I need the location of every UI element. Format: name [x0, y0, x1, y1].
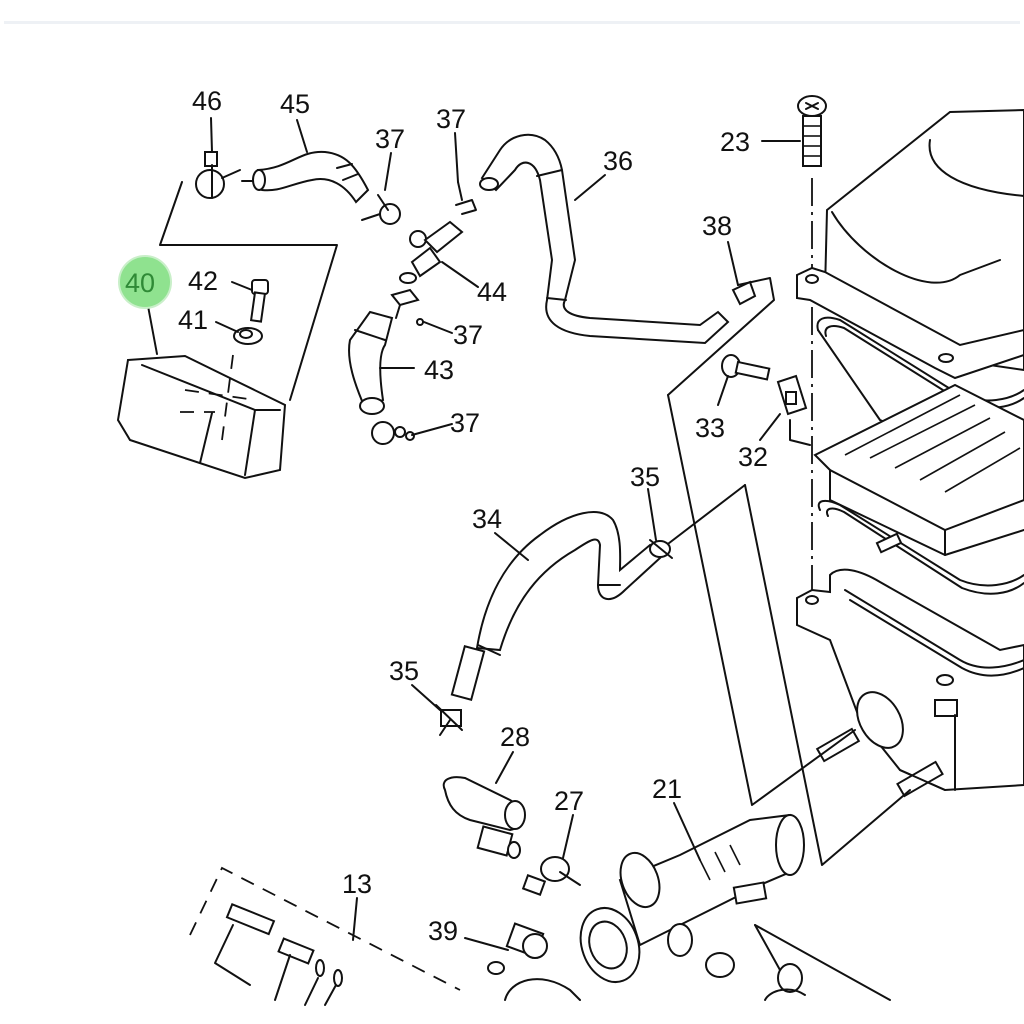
part-39-clamp[interactable]: [487, 922, 581, 1001]
callout-34[interactable]: 34: [472, 504, 502, 534]
part-23-screw[interactable]: [797, 95, 827, 167]
callout-39[interactable]: 39: [428, 916, 458, 946]
part-27-clamp[interactable]: [521, 856, 581, 896]
air-filter-gasket-lower: [817, 499, 1024, 595]
callout-13[interactable]: 13: [342, 869, 372, 899]
assembly-lines: [659, 394, 911, 866]
part-32-nut-clip[interactable]: [776, 374, 808, 416]
callout-45[interactable]: 45: [280, 89, 310, 119]
callout-27[interactable]: 27: [554, 786, 584, 816]
callout-23[interactable]: 23: [720, 127, 750, 157]
part-37-clip-mid[interactable]: [390, 288, 424, 326]
part-36-hose[interactable]: [479, 133, 730, 345]
air-filter-case-cover[interactable]: [796, 108, 1024, 380]
callout-42[interactable]: 42: [188, 266, 218, 296]
part-37-clip-lower[interactable]: [371, 421, 415, 445]
part-37-clip-upper-right[interactable]: [455, 181, 477, 215]
callout-35[interactable]: 35: [389, 656, 419, 686]
leader-lines: [147, 117, 801, 951]
part-41-grommet[interactable]: [233, 327, 263, 345]
callout-43[interactable]: 43: [424, 355, 454, 385]
callout-46[interactable]: 46: [192, 86, 222, 116]
highlight-circle-40: [118, 255, 172, 309]
callout-32[interactable]: 32: [738, 442, 768, 472]
part-43-hose[interactable]: [348, 310, 394, 415]
part-21-joint[interactable]: [571, 813, 805, 990]
part-33-bolt[interactable]: [721, 354, 771, 381]
lower-right-parts: [705, 924, 891, 1001]
callout-37[interactable]: 37: [453, 320, 483, 350]
callout-36[interactable]: 36: [603, 146, 633, 176]
callout-37[interactable]: 37: [450, 408, 480, 438]
part-37-clip-top[interactable]: [361, 194, 401, 225]
callout-44[interactable]: 44: [477, 277, 507, 307]
callout-38[interactable]: 38: [702, 211, 732, 241]
part-38-clip[interactable]: [667, 277, 775, 396]
part-35-clip-lower[interactable]: [435, 704, 463, 736]
top-divider: [4, 21, 1020, 24]
part-46-clamp[interactable]: [195, 151, 241, 199]
callout-21[interactable]: 21: [652, 774, 682, 804]
part-35-clip-upper[interactable]: [649, 539, 673, 559]
part-28-joint[interactable]: [442, 776, 526, 859]
callout-labels: 46 45 37 37 36 23 40 42 41 44 38 37 43 3…: [125, 86, 768, 946]
part-45-hose[interactable]: [252, 150, 370, 204]
callout-40[interactable]: 40: [125, 268, 155, 298]
part-13-kit[interactable]: [189, 866, 461, 1006]
callout-37[interactable]: 37: [436, 104, 466, 134]
air-filter-element[interactable]: [813, 383, 1024, 556]
part-40-box[interactable]: [116, 354, 287, 480]
callout-33[interactable]: 33: [695, 413, 725, 443]
callout-28[interactable]: 28: [500, 722, 530, 752]
part-44-joint[interactable]: [399, 220, 464, 284]
part-34-hose[interactable]: [450, 511, 662, 701]
callout-41[interactable]: 41: [178, 305, 208, 335]
callout-37[interactable]: 37: [375, 124, 405, 154]
callout-35[interactable]: 35: [630, 462, 660, 492]
air-filter-case-lower[interactable]: [796, 568, 1024, 798]
part-42-bolt[interactable]: [249, 279, 269, 323]
